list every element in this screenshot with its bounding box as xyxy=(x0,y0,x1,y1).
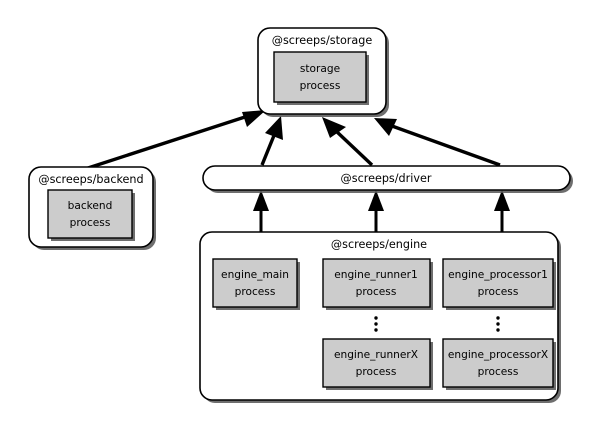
package-driver[interactable]: @screeps/driver xyxy=(202,165,573,193)
ellipsis-processors xyxy=(496,316,500,332)
process-backend[interactable]: backend process xyxy=(47,189,135,241)
process-engine-runner1[interactable]: engine_runner1 process xyxy=(322,258,433,310)
process-engine-processor1[interactable]: engine_processor1 process xyxy=(442,258,556,310)
arrow-driver-center-to-storage xyxy=(322,117,374,167)
process-engine-runnerx-line2: process xyxy=(356,366,397,378)
process-engine-runner1-line2: process xyxy=(356,286,397,298)
arrow-engine-center-to-driver xyxy=(368,190,384,232)
process-engine-runnerx[interactable]: engine_runnerX process xyxy=(322,338,433,390)
arrow-engine-left-to-driver xyxy=(253,190,269,232)
process-storage-line2: process xyxy=(300,80,341,92)
process-engine-processorx-line1: engine_processorX xyxy=(448,349,548,361)
process-backend-line2: process xyxy=(70,217,111,229)
ellipsis-runners xyxy=(374,316,378,332)
arrow-backend-to-storage xyxy=(87,110,266,170)
package-storage-label: @screeps/storage xyxy=(272,34,373,47)
package-backend[interactable]: @screeps/backend backend process xyxy=(28,166,156,250)
arrow-engine-right-to-driver xyxy=(494,190,510,232)
arrow-driver-left-to-storage xyxy=(260,116,283,166)
package-engine-label: @screeps/engine xyxy=(331,238,427,251)
package-driver-label: @screeps/driver xyxy=(341,172,432,185)
process-engine-main-line2: process xyxy=(235,286,276,298)
process-backend-line1: backend xyxy=(68,200,113,212)
package-engine[interactable]: @screeps/engine engine_main process engi… xyxy=(199,231,561,403)
process-engine-processor1-line1: engine_processor1 xyxy=(448,269,548,281)
process-storage[interactable]: storage process xyxy=(273,51,369,105)
process-engine-main[interactable]: engine_main process xyxy=(212,258,300,310)
arrow-driver-right-to-storage xyxy=(374,118,501,167)
package-backend-label: @screeps/backend xyxy=(38,173,143,186)
package-storage[interactable]: @screeps/storage storage process xyxy=(257,27,389,117)
process-engine-runner1-line1: engine_runner1 xyxy=(334,269,418,281)
process-engine-main-line1: engine_main xyxy=(221,269,289,281)
process-engine-processorx[interactable]: engine_processorX process xyxy=(442,338,556,390)
process-engine-processor1-line2: process xyxy=(478,286,519,298)
process-storage-line1: storage xyxy=(300,63,340,75)
process-engine-processorx-line2: process xyxy=(478,366,519,378)
process-engine-runnerx-line1: engine_runnerX xyxy=(334,349,418,361)
